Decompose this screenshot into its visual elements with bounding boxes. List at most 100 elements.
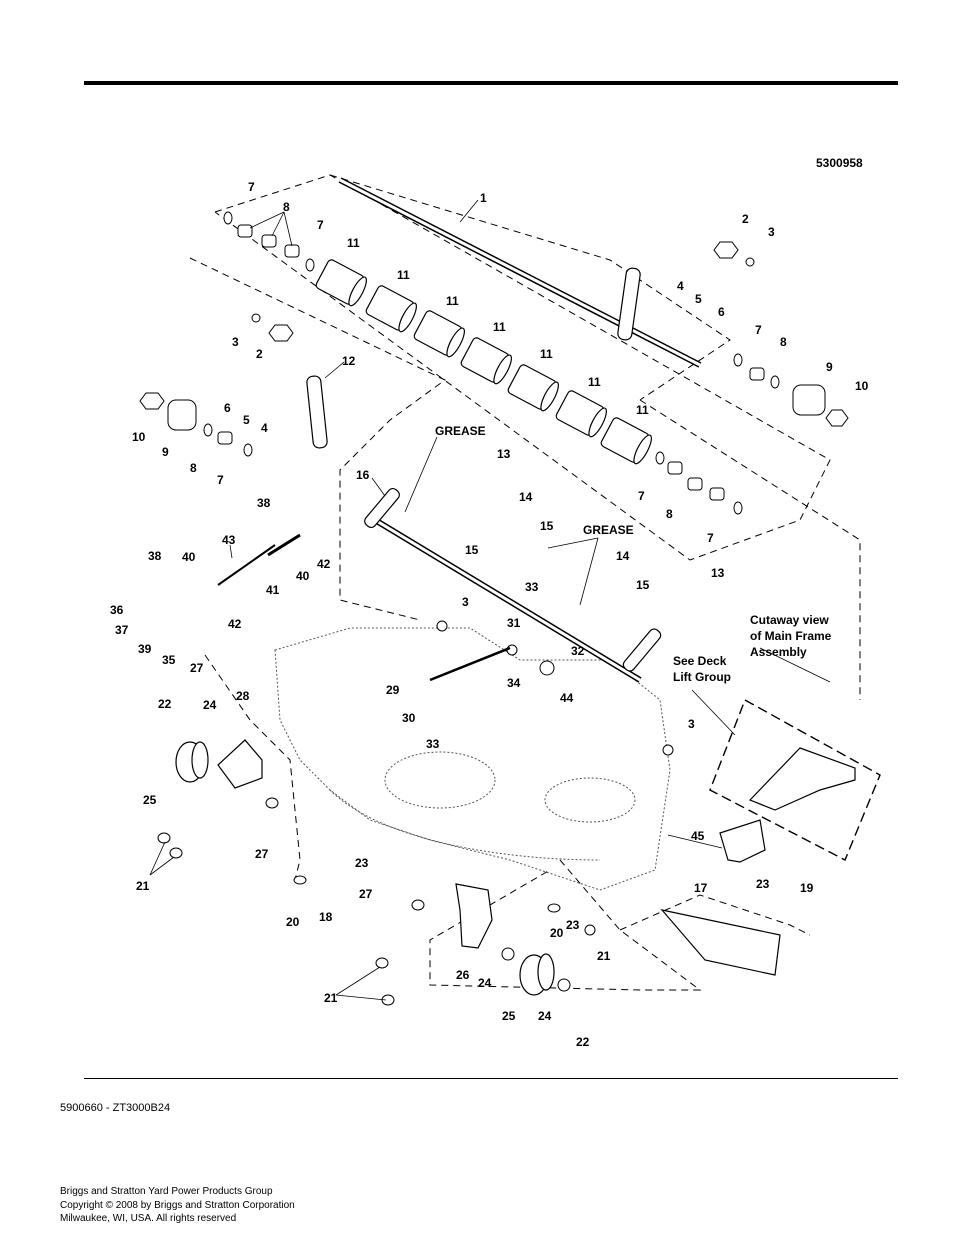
callout: 2 <box>742 212 749 226</box>
callout: 4 <box>261 421 268 435</box>
callout: 11 <box>636 403 649 417</box>
callout: 20 <box>550 926 564 940</box>
cutaway-line-2: of Main Frame <box>750 629 832 643</box>
callout: 25 <box>143 793 157 807</box>
callout: 35 <box>162 653 176 667</box>
callouts: 1 2 3 4 5 6 7 8 7 11 11 11 11 11 11 11 3… <box>110 180 869 1049</box>
bracket-envelope <box>189 257 446 621</box>
cutaway-line-1: Cutaway view <box>750 613 829 627</box>
callout: 41 <box>266 583 280 597</box>
leader-lines <box>149 199 831 1001</box>
callout: 3 <box>768 225 775 239</box>
callout: 4 <box>677 279 684 293</box>
callout: 20 <box>286 915 300 929</box>
callout: 6 <box>224 401 231 415</box>
callout: 11 <box>540 347 553 361</box>
grease-label-2: GREASE <box>583 523 634 537</box>
callout: 8 <box>283 200 290 214</box>
footer-line-3: Milwaukee, WI, USA. All rights reserved <box>60 1213 237 1224</box>
callout: 7 <box>217 473 224 487</box>
callout: 7 <box>707 531 714 545</box>
callout: 43 <box>222 533 236 547</box>
callout: 9 <box>826 360 833 374</box>
callout: 33 <box>525 580 539 594</box>
callout: 3 <box>232 335 239 349</box>
callout: 5 <box>243 413 250 427</box>
callout: 26 <box>456 968 470 982</box>
cutaway-inset <box>709 698 881 861</box>
callout: 7 <box>638 489 645 503</box>
callout: 21 <box>324 991 338 1005</box>
callout: 3 <box>688 717 695 731</box>
callout: 28 <box>236 689 250 703</box>
lower-envelope <box>429 859 702 991</box>
callout: 11 <box>588 375 601 389</box>
callout: 2 <box>256 347 263 361</box>
wheels <box>175 741 555 996</box>
callout: 10 <box>132 430 146 444</box>
document-code: 5900660 - ZT3000B24 <box>60 1102 171 1114</box>
callout: 14 <box>519 490 533 504</box>
callout: 23 <box>756 877 770 891</box>
callout: 8 <box>666 507 673 521</box>
linkage <box>217 533 511 682</box>
callout: 7 <box>248 180 255 194</box>
callout: 25 <box>502 1009 516 1023</box>
callout: 9 <box>162 445 169 459</box>
callout: 16 <box>356 468 370 482</box>
callout: 45 <box>691 829 705 843</box>
callout: 24 <box>478 976 492 990</box>
callout: 37 <box>115 623 129 637</box>
callout: 7 <box>755 323 762 337</box>
right-envelope <box>639 399 861 700</box>
callout: 11 <box>493 320 506 334</box>
tail-envelope <box>619 894 811 936</box>
callout: 11 <box>446 294 459 308</box>
callout: 33 <box>426 737 440 751</box>
callout: 15 <box>636 578 650 592</box>
footer-line-1: Briggs and Stratton Yard Power Products … <box>60 1186 273 1197</box>
callout: 24 <box>538 1009 552 1023</box>
callout: 31 <box>507 616 521 630</box>
callout: 27 <box>190 661 204 675</box>
upper-envelope <box>329 174 731 401</box>
grease-label-1: GREASE <box>435 424 486 438</box>
callout: 3 <box>462 595 469 609</box>
callout: 30 <box>402 711 416 725</box>
callout: 17 <box>694 881 708 895</box>
callout: 27 <box>359 887 373 901</box>
callout: 40 <box>296 569 310 583</box>
see-deck-line-2: Lift Group <box>673 670 731 684</box>
callout: 23 <box>566 918 580 932</box>
callout: 39 <box>138 642 152 656</box>
callout: 13 <box>497 447 511 461</box>
callout: 22 <box>158 697 172 711</box>
callout: 14 <box>616 549 630 563</box>
callout: 27 <box>255 847 269 861</box>
callout: 15 <box>540 519 554 533</box>
hardware <box>139 211 849 1006</box>
callout: 12 <box>342 354 356 368</box>
brackets <box>217 267 856 976</box>
callout: 11 <box>347 236 360 250</box>
rollers <box>315 259 652 465</box>
callout: 7 <box>317 218 324 232</box>
callout: 5 <box>695 292 702 306</box>
callout: 6 <box>718 305 725 319</box>
roller-envelope <box>214 174 831 561</box>
mower-deck <box>274 627 671 891</box>
callout: 23 <box>355 856 369 870</box>
callout: 32 <box>571 644 585 658</box>
callout: 19 <box>800 881 814 895</box>
see-deck-line-1: See Deck <box>673 654 727 668</box>
callout: 13 <box>711 566 725 580</box>
callout: 42 <box>228 617 242 631</box>
callout: 38 <box>148 549 162 563</box>
callout: 44 <box>560 691 574 705</box>
callout: 18 <box>319 910 333 924</box>
callout: 36 <box>110 603 124 617</box>
copyright-footer: Briggs and Stratton Yard Power Products … <box>60 1185 295 1226</box>
callout: 29 <box>386 683 400 697</box>
callout: 1 <box>480 191 487 205</box>
